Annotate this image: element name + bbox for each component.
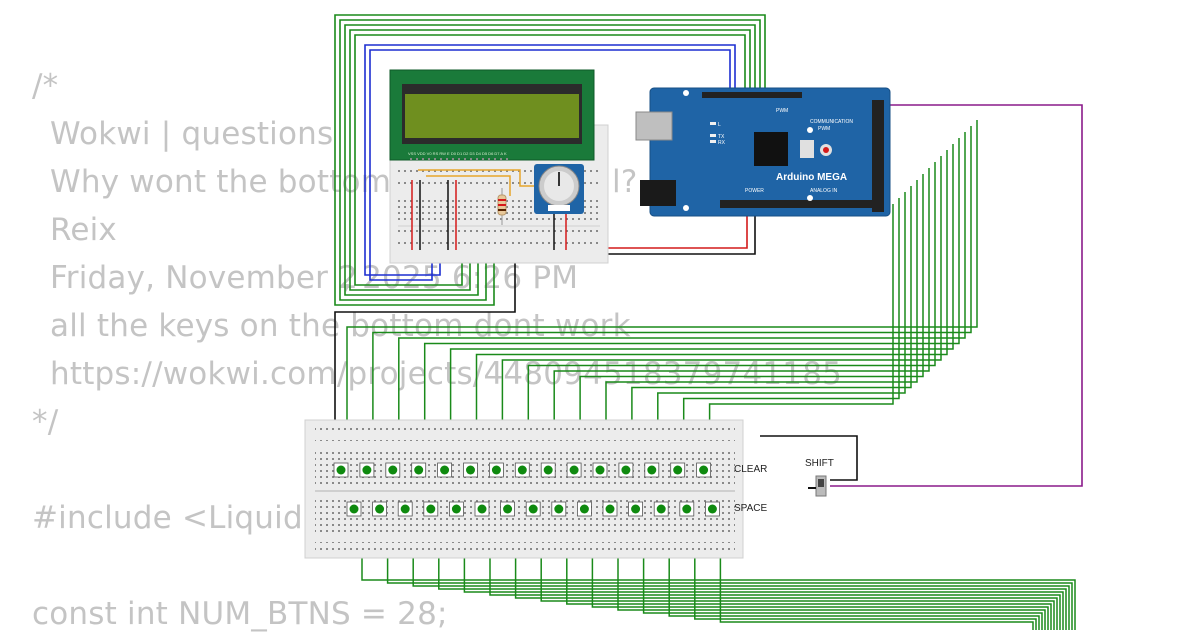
push-button-top-11[interactable] bbox=[618, 462, 634, 478]
push-button-bottom-3[interactable] bbox=[423, 501, 439, 517]
keypad-top-wire-7 bbox=[527, 162, 936, 462]
led-tx-label: TX bbox=[718, 134, 725, 140]
analog-in-label: ANALOG IN bbox=[810, 188, 838, 194]
keypad-bottom-wire-8 bbox=[566, 515, 1052, 630]
code-line-author: Reix bbox=[50, 212, 117, 248]
push-button-bottom-7[interactable] bbox=[525, 501, 541, 517]
push-button-top-2[interactable] bbox=[385, 462, 401, 478]
push-button-top-7[interactable] bbox=[514, 462, 530, 478]
push-button-top-12[interactable] bbox=[644, 462, 660, 478]
push-button-bottom-14[interactable] bbox=[705, 501, 720, 517]
keypad-bottom-wire-14 bbox=[719, 515, 1034, 630]
push-button-top-9[interactable] bbox=[566, 462, 582, 478]
push-button-top-10[interactable] bbox=[592, 462, 608, 478]
code-line-const: const int NUM_BTNS = 28; bbox=[32, 596, 448, 632]
keypad-bottom-wire-10 bbox=[617, 515, 1046, 630]
keypad-top-wire-6 bbox=[501, 156, 942, 462]
lcd-loop-wires bbox=[334, 14, 1083, 487]
keypad-top-wire-5 bbox=[475, 150, 948, 462]
code-line-title: Wokwi | questions bbox=[50, 116, 334, 152]
push-button-bottom-1[interactable] bbox=[372, 501, 388, 517]
push-button-top-5[interactable] bbox=[463, 462, 478, 478]
lcd-pin-labels: VSS VDD V0 RS RW E D0 D1 D2 D3 D4 D5 D6 … bbox=[408, 151, 507, 156]
space-label: SPACE bbox=[734, 503, 767, 514]
keypad-top-wire-0 bbox=[346, 120, 978, 462]
push-button-bottom-12[interactable] bbox=[653, 501, 669, 517]
keypad-top-wire-4 bbox=[449, 144, 954, 462]
keypad-top-wire-3 bbox=[423, 138, 960, 462]
keypad-breadboard bbox=[304, 419, 744, 559]
push-button-bottom-0[interactable] bbox=[346, 501, 362, 517]
keypad-top-wire-8 bbox=[553, 168, 930, 462]
code-comment-open: /* bbox=[32, 68, 59, 104]
potentiometer bbox=[534, 164, 584, 214]
board-name: Arduino MEGA bbox=[776, 172, 847, 183]
push-button-bottom-10[interactable] bbox=[602, 501, 618, 517]
keypad-bottom-wire-9 bbox=[591, 515, 1049, 630]
resistor bbox=[497, 188, 507, 225]
push-button-bottom-5[interactable] bbox=[474, 501, 490, 517]
push-button-bottom-8[interactable] bbox=[551, 501, 567, 517]
keypad-top-wire-2 bbox=[398, 132, 966, 462]
keypad-bottom-wire-12 bbox=[668, 515, 1040, 630]
keypad-top-wire-1 bbox=[372, 126, 972, 462]
communication-label: COMMUNICATION bbox=[810, 119, 853, 125]
push-button-top-8[interactable] bbox=[540, 462, 556, 478]
pwm-label: PWM bbox=[776, 108, 788, 114]
keypad-bottom-wire-11 bbox=[642, 515, 1043, 630]
shift-label: SHIFT bbox=[805, 458, 834, 469]
code-comment-close: */ bbox=[32, 404, 59, 440]
keypad-bottom-wire-13 bbox=[694, 515, 1037, 630]
led-l-label: L bbox=[718, 122, 721, 128]
code-line-url: https://wokwi.com/projects/4480945183797… bbox=[50, 356, 843, 392]
push-button-bottom-11[interactable] bbox=[628, 501, 643, 517]
shift-slide-switch[interactable] bbox=[808, 475, 827, 497]
push-button-top-4[interactable] bbox=[437, 462, 453, 478]
power-label: POWER bbox=[745, 188, 764, 194]
clear-label: CLEAR bbox=[734, 464, 767, 475]
push-button-top-1[interactable] bbox=[359, 462, 375, 478]
push-button-bottom-9[interactable] bbox=[577, 501, 592, 517]
push-button-bottom-4[interactable] bbox=[448, 501, 464, 517]
lcd-display: VSS VDD V0 RS RW E D0 D1 D2 D3 D4 D5 D6 … bbox=[389, 69, 595, 161]
code-line-include: #include <LiquidC bbox=[32, 500, 325, 536]
arduino-mega-board: Arduino MEGA PWM COMMUNICATION POWER ANA… bbox=[635, 87, 891, 217]
push-button-bottom-6[interactable] bbox=[500, 501, 516, 517]
code-line-question-tail: l? bbox=[612, 164, 638, 200]
push-button-top-0[interactable] bbox=[333, 462, 349, 478]
led-rx-label: RX bbox=[718, 140, 726, 146]
code-line-date: Friday, November 2 bbox=[50, 260, 359, 296]
push-button-top-3[interactable] bbox=[411, 462, 427, 478]
push-button-bottom-2[interactable] bbox=[397, 501, 413, 517]
push-button-top-6[interactable] bbox=[488, 462, 504, 478]
keypad-top-wire-9 bbox=[579, 174, 924, 462]
push-button-top-14[interactable] bbox=[696, 462, 711, 478]
lcd-breadboard-wires bbox=[411, 169, 567, 250]
push-button-top-13[interactable] bbox=[670, 462, 686, 478]
push-button-bottom-13[interactable] bbox=[679, 501, 695, 517]
pwm-label-small: PWM bbox=[818, 126, 830, 132]
keypad-buttons bbox=[333, 462, 720, 517]
